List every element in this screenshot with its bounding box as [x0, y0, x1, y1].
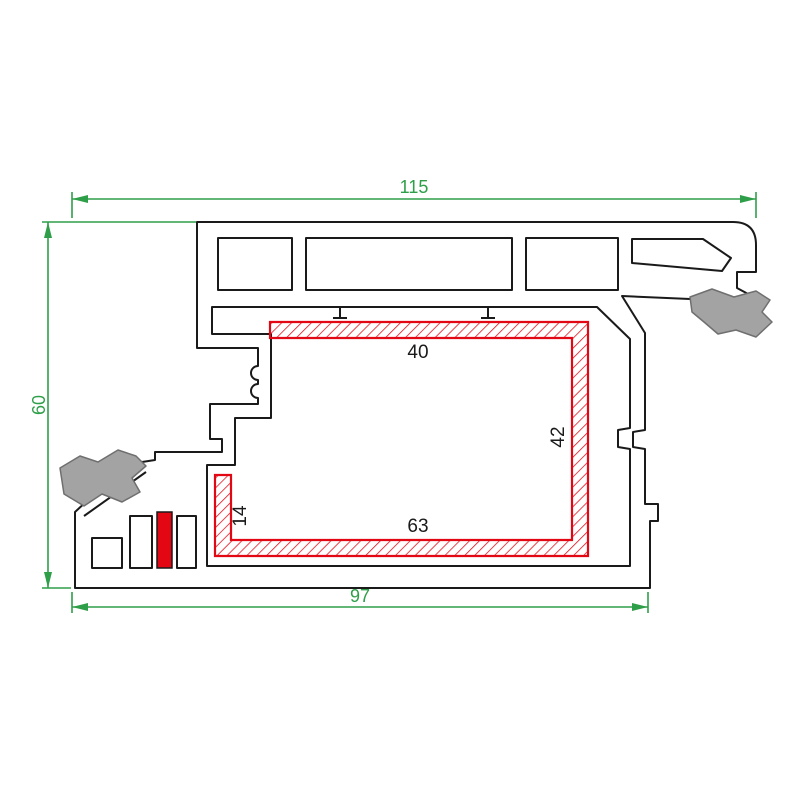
reinforcement-channel [213, 320, 590, 558]
profile-outline [74, 221, 757, 589]
top-chamber-middle [305, 237, 513, 291]
label-width-bottom: 97 [350, 586, 370, 606]
label-reinf-bottom: 63 [407, 516, 428, 537]
dimension-labels: 115 60 97 [29, 177, 428, 606]
arrow-bottom-left [72, 603, 88, 611]
arrow-bottom-right [632, 603, 648, 611]
block-chamber-2 [129, 515, 153, 569]
gasket-right [689, 288, 773, 338]
gasket-left [59, 449, 147, 507]
arm-chamber [631, 238, 732, 272]
label-reinf-right: 42 [548, 426, 569, 447]
arrow-left-bottom [44, 572, 52, 588]
main-chamber [206, 306, 631, 567]
arrow-top-right [740, 195, 756, 203]
dimension-lines [42, 192, 757, 613]
arrow-top-left [72, 195, 88, 203]
internal-dimension-labels: 40 63 42 14 [230, 342, 569, 537]
label-height-left: 60 [29, 395, 49, 415]
top-chamber-left [217, 237, 293, 291]
red-insert [156, 511, 173, 569]
reinforcement-path [213, 320, 590, 558]
label-reinf-top: 40 [407, 342, 428, 363]
block-chamber-1 [91, 537, 123, 569]
gaskets [59, 288, 773, 507]
top-chamber-right [525, 237, 619, 291]
dimension-arrows [44, 195, 756, 611]
label-reinf-left: 14 [230, 505, 251, 527]
block-chamber-3 [176, 515, 197, 569]
arrow-left-top [44, 222, 52, 238]
label-width-top: 115 [400, 177, 429, 197]
